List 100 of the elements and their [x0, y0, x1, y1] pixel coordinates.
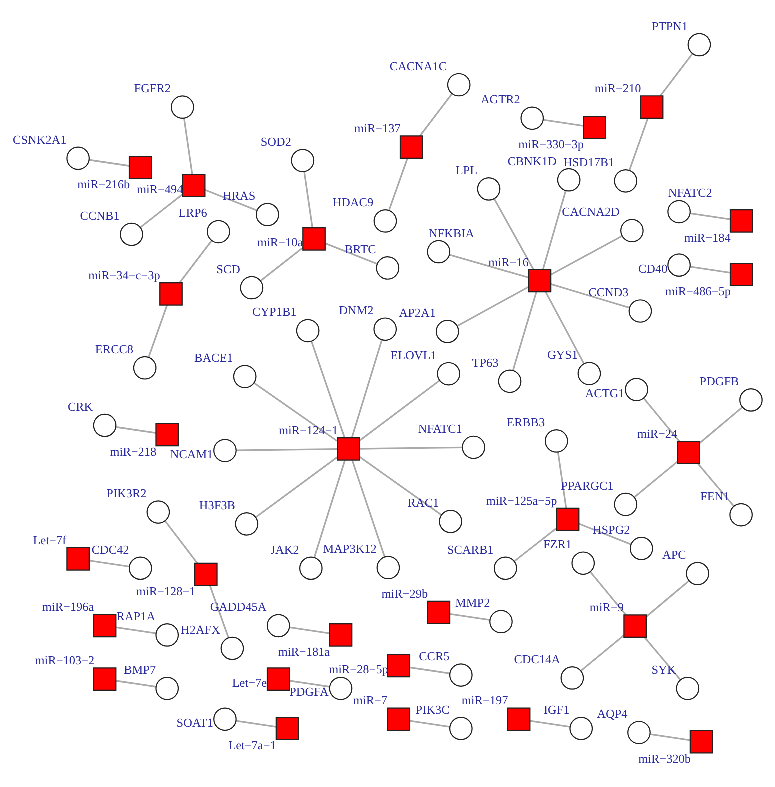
connector: [450, 613, 490, 622]
node-label: BMP7: [124, 662, 156, 677]
connector: [236, 720, 277, 728]
node-box: [128, 156, 152, 180]
node-circle: [329, 676, 353, 700]
node-circle: [578, 362, 602, 386]
node-label: SOAT1: [176, 716, 214, 730]
node-label: BACE1: [194, 351, 234, 366]
node-box: [387, 654, 411, 678]
node-label: CBNK1D: [508, 154, 557, 168]
node-label: JAK2: [270, 542, 300, 557]
node-circle: [668, 200, 691, 224]
node-label: HSPG2: [592, 523, 630, 538]
node-label: LPL: [456, 163, 478, 178]
node-circle: [376, 556, 400, 580]
connector: [351, 340, 383, 438]
node-circle: [688, 33, 712, 57]
connector: [634, 461, 678, 498]
node-circle: [625, 378, 648, 402]
node-label: miR−128−1: [136, 584, 196, 599]
node-box: [337, 437, 360, 461]
connector: [325, 242, 378, 265]
node-circle: [740, 388, 763, 412]
node-label: miR−184: [684, 231, 731, 246]
node-label: miR−137: [354, 122, 401, 136]
node-circle: [156, 624, 180, 647]
node-box: [276, 717, 300, 740]
node-circle: [447, 73, 471, 97]
node-label: BRTC: [345, 242, 376, 257]
node-circle: [437, 362, 460, 386]
node-label: TP63: [472, 356, 499, 370]
node-box: [93, 614, 117, 638]
node-circle: [214, 708, 237, 732]
node-box: [583, 116, 606, 140]
node-label: FGFR2: [134, 82, 172, 96]
connector: [410, 720, 450, 728]
node-circle: [439, 510, 462, 534]
node-circle: [668, 254, 691, 277]
node-label: LRP6: [178, 206, 208, 220]
connector: [116, 426, 156, 434]
node-label: PDGFB: [700, 374, 740, 389]
node-box: [156, 423, 180, 447]
node-label: miR−103−2: [35, 654, 95, 668]
node-label: miR−16: [488, 255, 529, 270]
node-label: ERCC8: [95, 342, 134, 356]
connector: [690, 212, 731, 220]
node-label: CRK: [68, 400, 94, 414]
connector: [512, 292, 538, 371]
node-box: [66, 547, 90, 571]
node-circle: [498, 370, 522, 394]
node-box: [160, 282, 183, 306]
node-label: CSNK2A1: [13, 132, 67, 147]
connector: [530, 720, 570, 728]
node-box: [556, 508, 580, 532]
node-circle: [220, 636, 244, 660]
connector: [699, 406, 744, 444]
node-box: [677, 441, 700, 464]
node-circle: [93, 414, 117, 438]
node-circle: [427, 240, 451, 264]
node-label: miR−181a: [278, 645, 330, 660]
node-box: [730, 262, 754, 286]
node-box: [302, 227, 326, 251]
node-label: HRAS: [223, 189, 256, 204]
connector: [209, 586, 230, 638]
node-label: CCR5: [419, 650, 450, 664]
node-label: miR−29b: [382, 586, 428, 601]
node-box: [624, 614, 647, 638]
connector: [360, 380, 440, 442]
connector: [148, 305, 168, 358]
connector: [590, 572, 627, 616]
connector: [290, 680, 330, 688]
node-label: NCAM1: [170, 447, 214, 462]
node-label: CYP1B1: [252, 305, 297, 320]
node-label: miR−7: [353, 694, 388, 708]
node-circle: [374, 318, 398, 342]
node-label: Let−7a−1: [228, 738, 276, 753]
connector: [89, 159, 130, 167]
connector: [557, 452, 568, 508]
connector: [140, 194, 184, 228]
node-label: MMP2: [456, 596, 490, 610]
node-label: SYK: [652, 662, 676, 677]
node-label: CCND3: [588, 286, 629, 300]
connector: [419, 94, 453, 137]
node-circle: [240, 276, 264, 300]
node-label: ELOVL1: [390, 348, 437, 362]
node-label: miR−486−5p: [665, 284, 731, 299]
node-circle: [676, 676, 700, 700]
node-label: H3F3B: [199, 498, 236, 512]
connector: [116, 626, 156, 634]
node-circle: [544, 430, 568, 453]
node-label: APC: [662, 548, 686, 562]
node-label: FEN1: [700, 489, 730, 504]
node-label: CACNA1C: [390, 59, 448, 74]
node-circle: [291, 149, 315, 172]
node-label: PTPN1: [652, 19, 688, 34]
node-label: IGF1: [544, 703, 570, 718]
node-box: [507, 708, 531, 732]
connector: [644, 636, 682, 681]
node-label: CDC42: [92, 542, 130, 557]
node-circle: [560, 666, 584, 690]
